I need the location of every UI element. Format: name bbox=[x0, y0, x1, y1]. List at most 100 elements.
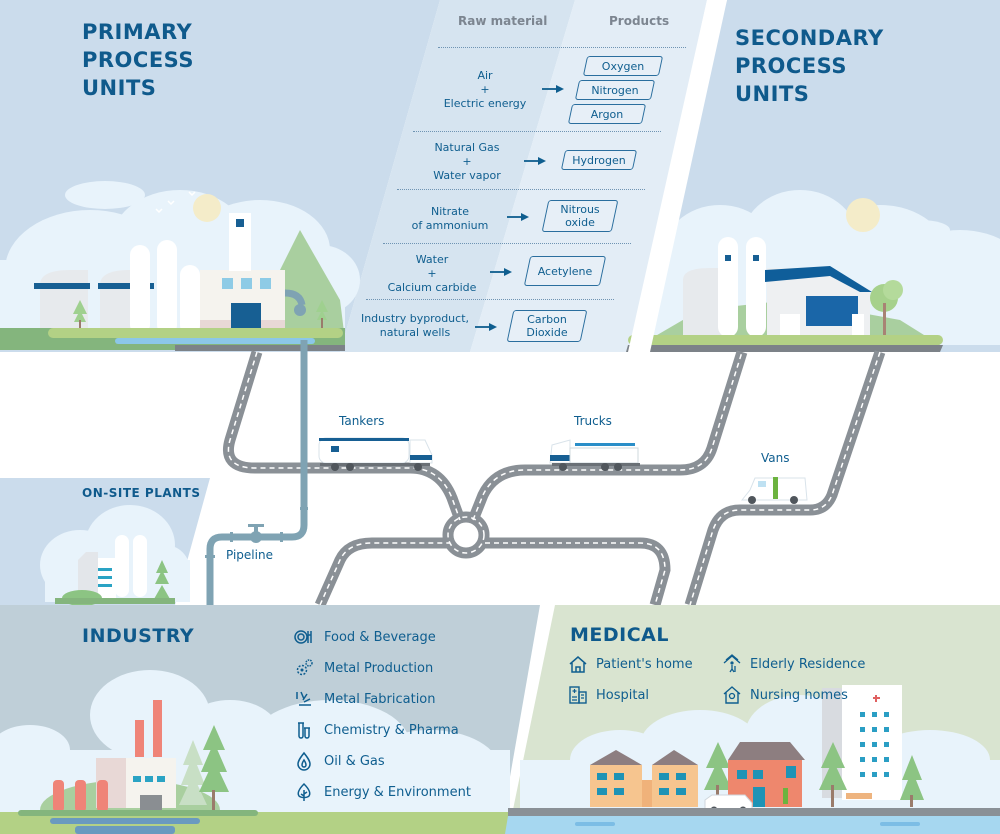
raw-line: Water vapor bbox=[433, 169, 501, 182]
raw-material-header: Raw material bbox=[458, 14, 548, 28]
medical-illustration bbox=[505, 685, 1000, 834]
product-label: Argon bbox=[590, 107, 624, 121]
raw-line: natural wells bbox=[379, 326, 451, 339]
secondary-process-units-title: SECONDARY PROCESS UNITS bbox=[735, 24, 884, 108]
house-icon bbox=[569, 656, 587, 673]
raw-line: Nitrate bbox=[431, 205, 469, 218]
raw-material-industry-byproduct: Industry byproduct, natural wells bbox=[355, 312, 475, 340]
product-nitrogen: Nitrogen bbox=[574, 80, 656, 100]
industry-item-oil-gas: Oil & Gas bbox=[294, 751, 385, 771]
secondary-title-line: UNITS bbox=[735, 82, 810, 106]
medical-item-hospital: Hospital bbox=[568, 685, 649, 705]
product-label: Oxygen bbox=[601, 59, 645, 73]
product-label: Acetylene bbox=[537, 264, 593, 278]
test-tubes-icon bbox=[298, 722, 310, 739]
raw-material-panel bbox=[340, 0, 575, 352]
sun bbox=[193, 194, 221, 222]
primary-plant-illustration bbox=[0, 213, 345, 351]
industry-item-food-beverage: Food & Beverage bbox=[294, 627, 436, 647]
raw-line: Air bbox=[477, 69, 493, 82]
industry-item-chemistry-pharma: Chemistry & Pharma bbox=[294, 720, 459, 740]
medical-item-nursing-homes: Nursing homes bbox=[722, 685, 848, 705]
tanker-truck bbox=[318, 437, 433, 471]
hospital-icon bbox=[569, 686, 587, 704]
delivery-van bbox=[740, 477, 808, 504]
divider bbox=[413, 131, 661, 132]
pipeline-valve bbox=[205, 507, 308, 558]
industry-item-label: Metal Production bbox=[324, 660, 434, 676]
onsite-plant-illustration bbox=[40, 505, 190, 606]
birds bbox=[155, 191, 196, 214]
product-label-line: Carbon bbox=[527, 313, 567, 326]
industry-item-label: Energy & Environment bbox=[324, 784, 471, 800]
leaf-icon bbox=[297, 782, 311, 801]
divider bbox=[366, 299, 614, 300]
sun bbox=[846, 198, 880, 232]
primary-title-line: PROCESS bbox=[82, 48, 194, 72]
arrow-right-icon bbox=[542, 85, 564, 93]
trucks-label: Trucks bbox=[574, 414, 612, 428]
arrow-right-icon bbox=[475, 323, 497, 331]
vans-label: Vans bbox=[761, 451, 790, 465]
product-label-line: oxide bbox=[565, 216, 595, 229]
on-site-plants-title: ON-SITE PLANTS bbox=[82, 486, 201, 500]
primary-title-line: PRIMARY bbox=[82, 20, 193, 44]
industry-item-label: Oil & Gas bbox=[324, 753, 385, 769]
medical-item-label: Elderly Residence bbox=[750, 656, 866, 672]
arrow-right-icon bbox=[507, 213, 529, 221]
raw-line: of ammonium bbox=[411, 219, 489, 232]
gears-icon bbox=[296, 659, 313, 676]
pipeline-label: Pipeline bbox=[226, 548, 273, 562]
raw-material-natural-gas: Natural Gas + Water vapor bbox=[407, 141, 527, 183]
product-label-line: Dioxide bbox=[526, 326, 568, 339]
industry-item-metal-production: Metal Production bbox=[294, 658, 433, 678]
sparks-icon bbox=[296, 691, 311, 706]
product-acetylene: Acetylene bbox=[523, 256, 607, 286]
raw-line: + bbox=[480, 83, 490, 96]
raw-line: + bbox=[427, 267, 437, 280]
industry-illustration bbox=[0, 670, 510, 834]
flame-icon bbox=[297, 751, 311, 771]
raw-line: Industry byproduct, bbox=[360, 312, 470, 325]
product-hydrogen: Hydrogen bbox=[560, 150, 638, 170]
food-icon bbox=[294, 630, 312, 644]
medical-item-elderly-residence: Elderly Residence bbox=[722, 654, 865, 674]
industry-item-label: Food & Beverage bbox=[324, 629, 436, 645]
divider bbox=[383, 243, 631, 244]
raw-material-water-calcium-carbide: Water + Calcium carbide bbox=[372, 253, 492, 295]
raw-line: Calcium carbide bbox=[387, 281, 477, 294]
raw-line: Water bbox=[415, 253, 449, 266]
secondary-title-line: SECONDARY bbox=[735, 26, 884, 50]
product-argon: Argon bbox=[567, 104, 647, 124]
medical-item-label: Hospital bbox=[596, 687, 650, 703]
product-label: Hydrogen bbox=[572, 153, 626, 167]
product-label: Nitrogen bbox=[591, 83, 639, 97]
medical-title: MEDICAL bbox=[570, 624, 669, 646]
industry-item-metal-fabrication: Metal Fabrication bbox=[294, 689, 436, 709]
raw-line: + bbox=[462, 155, 472, 168]
secondary-title-line: PROCESS bbox=[735, 54, 847, 78]
raw-line: Natural Gas bbox=[434, 141, 500, 154]
raw-line: Electric energy bbox=[443, 97, 527, 110]
arrow-right-icon bbox=[524, 157, 546, 165]
cylinder-truck bbox=[549, 439, 640, 471]
primary-process-units-title: PRIMARY PROCESS UNITS bbox=[82, 18, 194, 102]
divider bbox=[397, 189, 645, 190]
divider bbox=[438, 47, 686, 48]
secondary-plant-illustration bbox=[626, 237, 943, 352]
industry-item-label: Chemistry & Pharma bbox=[324, 722, 459, 738]
industry-item-energy-environment: Energy & Environment bbox=[294, 782, 471, 802]
raw-material-nitrate-of-ammonium: Nitrate of ammonium bbox=[400, 205, 500, 233]
raw-material-air: Air + Electric energy bbox=[425, 69, 545, 111]
primary-title-line: UNITS bbox=[82, 76, 157, 100]
industry-item-label: Metal Fabrication bbox=[324, 691, 436, 707]
product-oxygen: Oxygen bbox=[582, 56, 664, 76]
elderly-home-icon bbox=[723, 654, 741, 673]
medical-item-label: Nursing homes bbox=[750, 687, 848, 703]
product-label-line: Nitrous bbox=[560, 203, 600, 216]
